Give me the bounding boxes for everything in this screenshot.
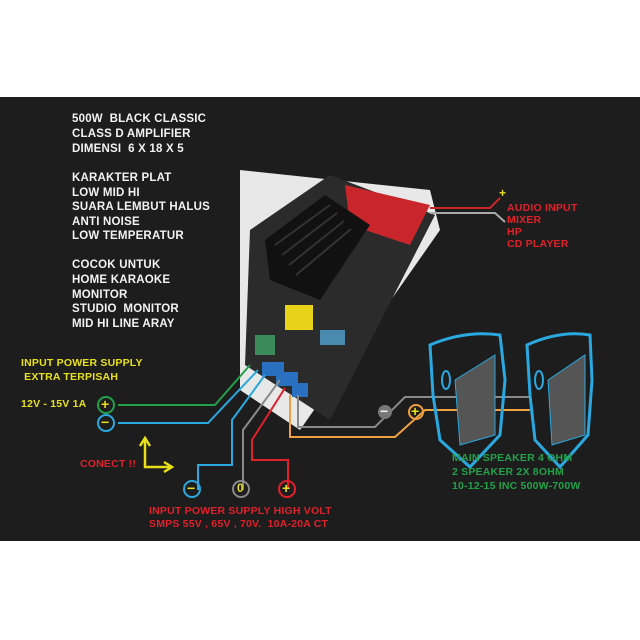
audio-input-line: HP: [507, 226, 522, 238]
speaker-minus-symbol: −: [380, 403, 389, 419]
low-plus-terminal: [97, 396, 115, 414]
speaker-left: [428, 332, 507, 470]
low-minus-symbol: −: [101, 414, 110, 430]
hv-minus-terminal: [183, 480, 201, 498]
hv-plus-symbol: +: [282, 480, 291, 496]
spec-line: 500W BLACK CLASSIC: [72, 113, 207, 125]
high-volt-line: INPUT POWER SUPPLY HIGH VOLT: [149, 505, 332, 517]
speaker-line: 10-12-15 INC 500W-700W: [452, 480, 581, 492]
low-plus-symbol: +: [101, 396, 110, 412]
speaker-right: [525, 332, 594, 470]
character-line: LOW MID HI: [72, 187, 140, 199]
character-line: LOW TEMPERATUR: [72, 230, 184, 242]
audio-input-line: CD PLAYER: [507, 238, 569, 250]
hv-plus-terminal: [278, 480, 296, 498]
spec-line: DIMENSI 6 X 18 X 5: [72, 143, 184, 155]
character-line: KARAKTER PLAT: [72, 172, 172, 184]
usage-line: STUDIO MONITOR: [72, 303, 179, 315]
speaker-minus-terminal: [378, 405, 392, 419]
speaker-plus-symbol: +: [411, 403, 420, 419]
usage-line: HOME KARAOKE: [72, 274, 171, 286]
connect-arrow: [138, 435, 175, 474]
hv-minus-symbol: −: [187, 480, 196, 496]
usage-line: MID HI LINE ARAY: [72, 318, 175, 330]
speaker-line: MAIN SPEAKER 4 OHM: [452, 452, 573, 464]
character-line: ANTI NOISE: [72, 216, 140, 228]
spec-line: CLASS D AMPLIFIER: [72, 128, 191, 140]
audio-plus-symbol: +: [499, 186, 507, 200]
amplifier-board: [240, 170, 440, 430]
speaker-plus-terminal: [408, 404, 424, 420]
hv-zero-symbol: 0: [237, 483, 244, 495]
low-minus-terminal: [97, 414, 115, 432]
hv-zero-terminal: [232, 480, 250, 498]
connect-label: CONECT !!: [80, 458, 137, 470]
usage-line: MONITOR: [72, 289, 128, 301]
low-power-line: EXTRA TERPISAH: [21, 371, 119, 383]
character-line: SUARA LEMBUT HALUS: [72, 201, 210, 213]
audio-input-line: AUDIO INPUT: [507, 202, 578, 214]
low-power-line: INPUT POWER SUPPLY: [21, 357, 143, 369]
high-volt-line: SMPS 55V , 65V , 70V. 10A-20A CT: [149, 518, 329, 530]
audio-input-line: MIXER: [507, 214, 542, 226]
low-power-voltage: 12V - 15V 1A: [21, 398, 87, 410]
usage-line: COCOK UNTUK: [72, 259, 161, 271]
speaker-line: 2 SPEAKER 2X 8OHM: [452, 466, 564, 478]
